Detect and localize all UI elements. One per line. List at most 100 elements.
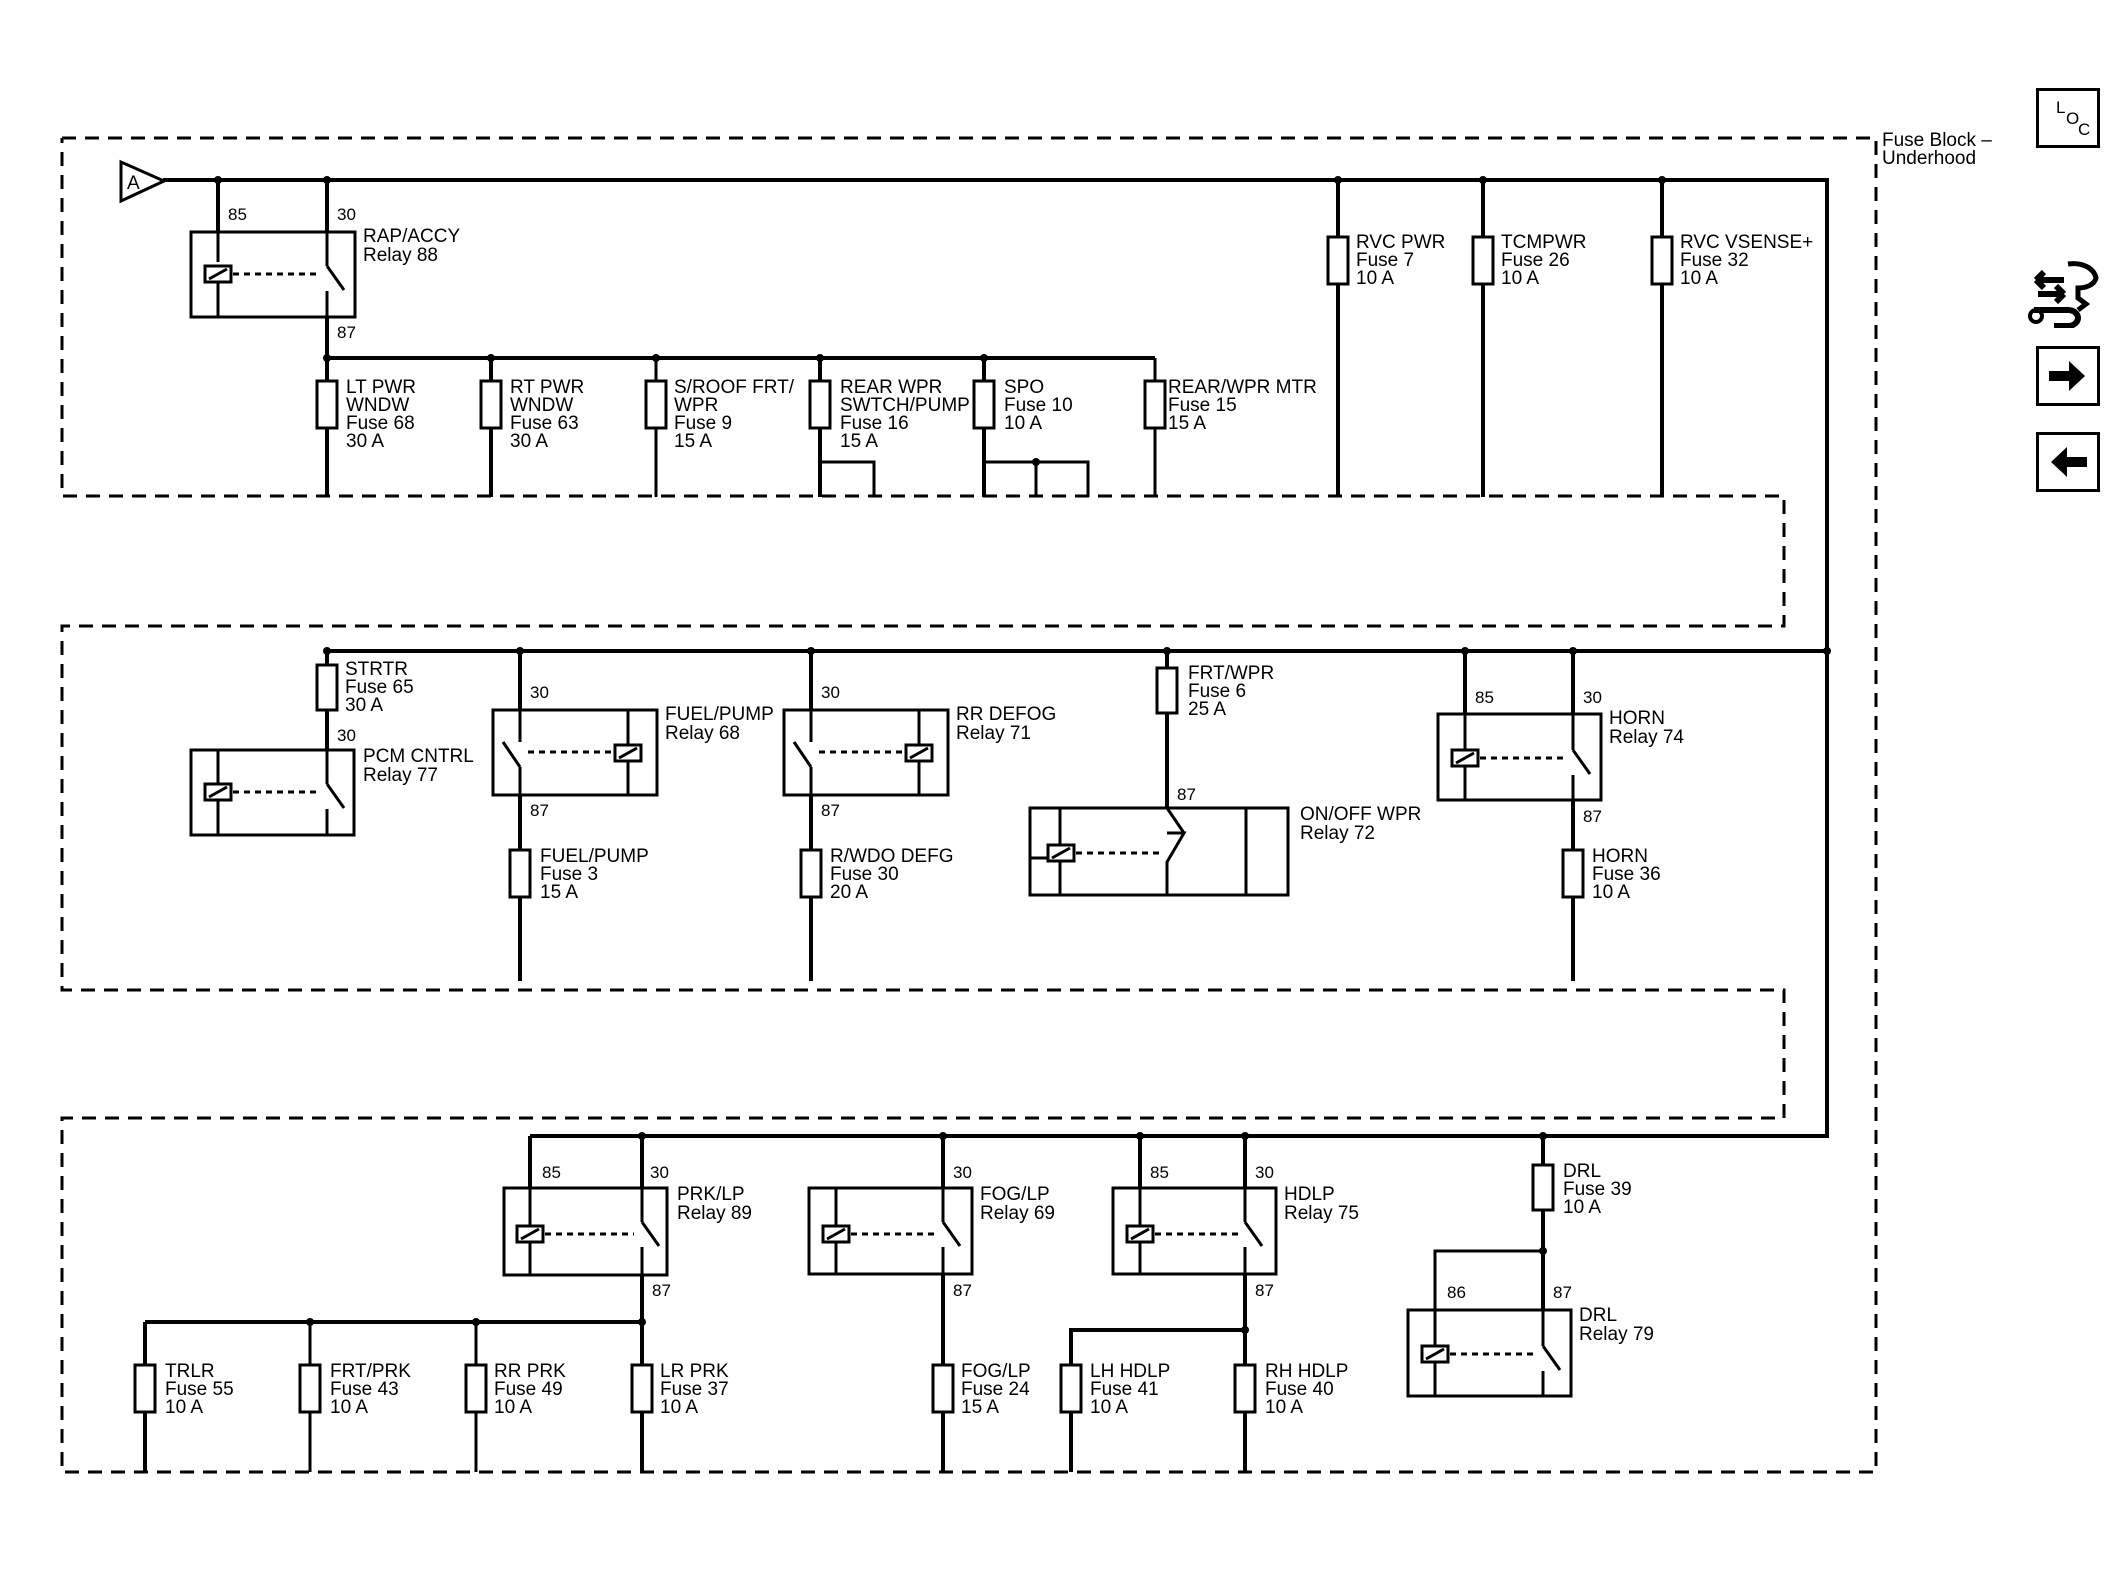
svg-text:30: 30 [337, 726, 356, 745]
svg-text:30: 30 [530, 683, 549, 702]
tool-wrench-icon[interactable] [2024, 252, 2104, 329]
loc-button[interactable]: L O C [2036, 88, 2100, 148]
fuse-block-outline [60, 136, 1878, 1474]
svg-text:87: 87 [1177, 785, 1196, 804]
park-sub-bus [145, 1318, 646, 1326]
svg-text:A: A [127, 173, 140, 194]
svg-text:87: 87 [530, 801, 549, 820]
prev-page-button[interactable] [2036, 432, 2100, 492]
svg-text:85: 85 [228, 205, 247, 224]
fuse-block-label: Fuse Block – Underhood [1882, 130, 1997, 169]
rap-sub-bus [323, 354, 1155, 362]
svg-text:87: 87 [1583, 807, 1602, 826]
svg-text:85: 85 [1150, 1163, 1169, 1182]
svg-text:87: 87 [1553, 1283, 1572, 1302]
connector-a-icon: A [119, 159, 168, 204]
main-bus [163, 178, 1831, 1138]
svg-text:87: 87 [953, 1281, 972, 1300]
svg-text:86: 86 [1447, 1283, 1466, 1302]
svg-text:30: 30 [650, 1163, 669, 1182]
svg-text:87: 87 [1255, 1281, 1274, 1300]
loc-letter-c: C [2078, 120, 2091, 139]
next-page-button[interactable] [2036, 346, 2100, 406]
loc-letter-o: O [2066, 109, 2080, 128]
svg-text:87: 87 [821, 801, 840, 820]
svg-text:30: 30 [337, 205, 356, 224]
bottom-bus [530, 1132, 1547, 1140]
svg-text:30: 30 [1583, 688, 1602, 707]
arrow-left-icon [2051, 447, 2087, 477]
loc-letter-l: L [2056, 98, 2066, 117]
svg-text:30: 30 [953, 1163, 972, 1182]
svg-text:87: 87 [652, 1281, 671, 1300]
arrow-right-icon [2049, 361, 2085, 391]
svg-text:30: 30 [821, 683, 840, 702]
svg-text:87: 87 [337, 323, 356, 342]
svg-text:85: 85 [542, 1163, 561, 1182]
svg-text:85: 85 [1475, 688, 1494, 707]
svg-text:30: 30 [1255, 1163, 1274, 1182]
